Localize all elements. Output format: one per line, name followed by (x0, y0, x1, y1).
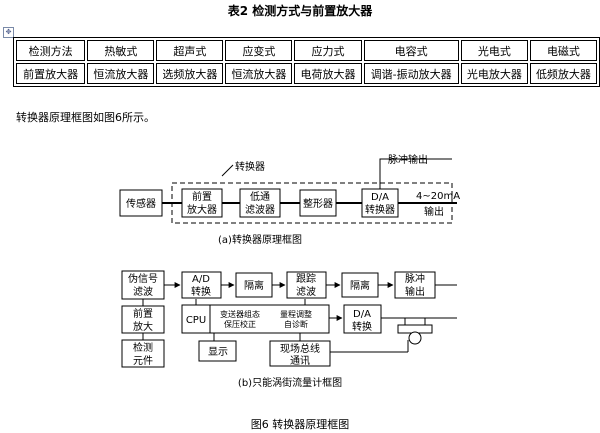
da-a-label-2: 转换器 (365, 203, 395, 216)
preamp-b-label-1: 前置 (133, 307, 153, 320)
display-label: 显示 (208, 346, 228, 358)
pseudo-filter-label-1: 伪信号 (128, 273, 158, 285)
isolate-1-label: 隔离 (244, 279, 264, 292)
table-row: 检测方法 热敏式 超声式 应变式 应力式 电容式 光电式 电磁式 (16, 40, 597, 61)
table-cell: 超声式 (156, 40, 224, 61)
sensor-label: 传感器 (126, 197, 156, 210)
lowpass-label-2: 滤波器 (245, 203, 275, 216)
table-caption: 表2 检测方式与前置放大器 (227, 4, 373, 18)
cpu-block (181, 304, 330, 334)
isolate-block-1 (235, 272, 273, 298)
cpu-text-2a: 量程调整 (280, 309, 312, 319)
table-move-handle-icon[interactable]: ✥ (3, 27, 14, 38)
detect-label-1: 检测 (133, 341, 153, 354)
tracking-label-1: 跟踪 (296, 272, 316, 285)
table-row: 前置放大器 恒流放大器 选频放大器 恒流放大器 电荷放大器 调谐-振动放大器 光… (16, 63, 597, 84)
fieldbus-block (269, 340, 331, 367)
preamp-block-b (121, 305, 165, 334)
pseudo-filter-label-2: 滤波 (133, 285, 153, 298)
lowpass-label-1: 低通 (250, 190, 270, 203)
table-cell: 选频放大器 (156, 63, 224, 84)
pseudo-filter-block (121, 270, 165, 300)
da-b-label-2: 转换 (352, 320, 372, 333)
pulse-output-block (394, 271, 436, 299)
table-cell: 光电式 (460, 40, 528, 61)
pulse-out-b-label-1: 脉冲 (405, 272, 425, 285)
current-output-label-1: 4~20mA (416, 191, 460, 202)
table-cell: 前置放大器 (16, 63, 86, 84)
cpu-text-2b: 自诊断 (284, 319, 308, 329)
table-cell: 恒流放大器 (87, 63, 155, 84)
table-cell: 低频放大器 (529, 63, 597, 84)
cpu-text-1b: 保压校正 (224, 319, 256, 329)
shaper-block (299, 189, 337, 217)
sensor-block (119, 189, 163, 217)
ad-label-1: A/D (192, 274, 210, 285)
da-block-b (343, 304, 382, 334)
isolate-block-2 (341, 272, 379, 298)
pulse-out-b-label-2: 输出 (405, 285, 425, 298)
converter-label: 转换器 (235, 160, 265, 173)
cpu-label: CPU (186, 315, 206, 326)
table-cell: 应力式 (294, 40, 362, 61)
table-cell: 应变式 (225, 40, 293, 61)
table-cell: 恒流放大器 (225, 63, 293, 84)
table-cell: 光电放大器 (460, 63, 528, 84)
da-block-a (361, 188, 399, 218)
body-paragraph: 转换器原理框图如图6所示。 (16, 111, 155, 124)
fieldbus-label-2: 通讯 (290, 355, 310, 367)
ad-label-2: 转换 (191, 285, 211, 298)
isolate-2-label: 隔离 (350, 279, 370, 292)
current-output-label-2: 输出 (424, 205, 444, 218)
lowpass-block (239, 188, 281, 218)
tracking-filter-block (286, 271, 327, 299)
detect-label-2: 元件 (133, 355, 153, 367)
preamp-label-1: 前置 (192, 190, 212, 203)
pulse-branch (379, 158, 452, 190)
cpu-text-1a: 变送器组态 (220, 309, 260, 319)
preamp-b-label-2: 放大 (133, 320, 153, 333)
tracking-label-2: 滤波 (296, 285, 316, 298)
table-cell: 电荷放大器 (294, 63, 362, 84)
fieldbus-label-1: 现场总线 (280, 342, 320, 355)
display-block (198, 340, 237, 362)
da-b-label-1: D/A (353, 309, 371, 320)
da-a-label-1: D/A (371, 192, 389, 203)
preamp-block (181, 188, 223, 218)
table-cell: 热敏式 (87, 40, 155, 61)
pulse-output-label: 脉冲输出 (388, 153, 428, 166)
diagram-b-caption: (b)只能涡街流量计框图 (238, 376, 342, 389)
converter-leader (221, 164, 234, 177)
table-cell: 检测方法 (16, 40, 86, 61)
figure-caption: 图6 转换器原理框图 (251, 417, 350, 431)
meter-icon (408, 331, 422, 345)
ad-block (181, 271, 222, 299)
diagram-a-caption: (a)转换器原理框图 (218, 233, 302, 246)
detection-table: 检测方法 热敏式 超声式 应变式 应力式 电容式 光电式 电磁式 前置放大器 恒… (13, 37, 600, 87)
shaper-label: 整形器 (303, 197, 333, 210)
preamp-label-2: 放大器 (187, 203, 217, 216)
table-cell: 电容式 (363, 40, 459, 61)
table-cell: 调谐-振动放大器 (363, 63, 459, 84)
table-cell: 电磁式 (529, 40, 597, 61)
detect-element-block (121, 339, 165, 368)
